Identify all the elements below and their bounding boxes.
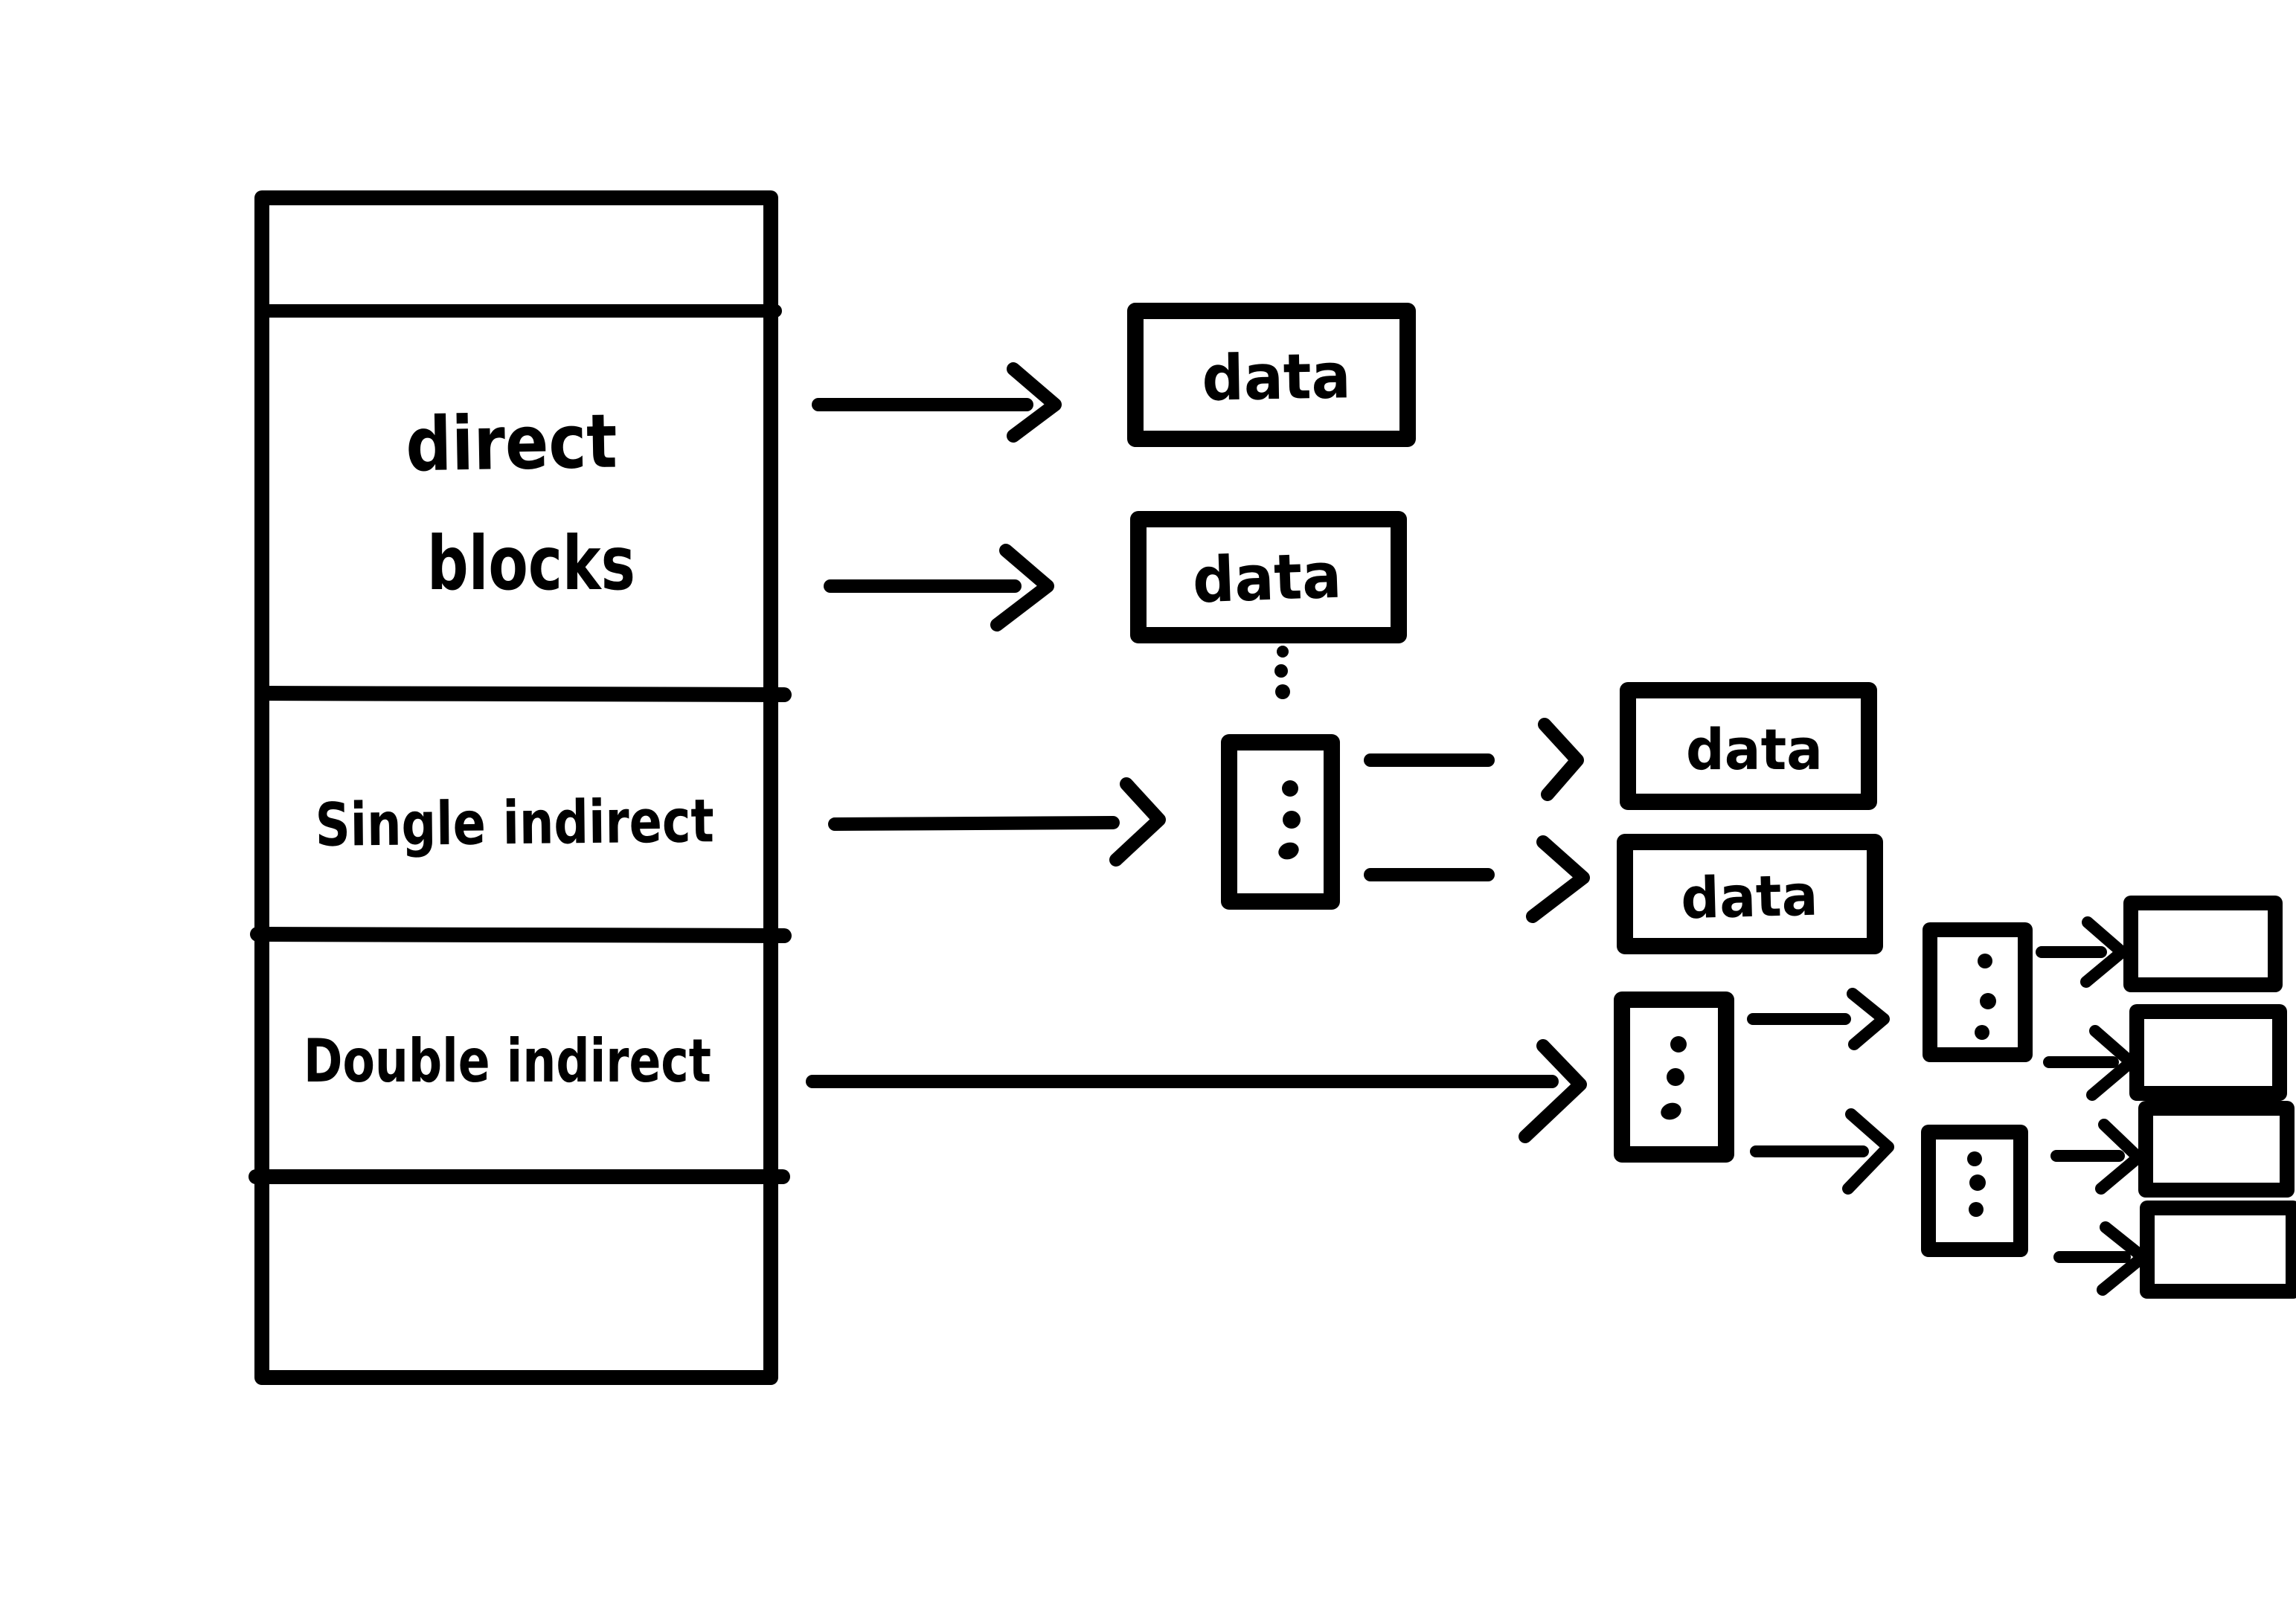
- double-indirect-level2-arrow-1: [1747, 988, 1890, 1050]
- pointer-dot: [1975, 1025, 1989, 1040]
- pointer-dot: [1969, 1174, 1986, 1191]
- double-indirect-leaf-arrow-3: [2050, 1119, 2144, 1195]
- double-indirect-pointer-block-outline: [1614, 992, 1734, 1163]
- single-indirect-pointer-block-outline: [1221, 734, 1340, 910]
- single-indirect-data-arrow-1-head: [1538, 718, 1584, 801]
- single-indirect-pointer-block: [1221, 734, 1340, 910]
- double-indirect-level2-arrow-2: [1750, 1108, 1894, 1195]
- single-indirect-data-arrow-1: [1364, 718, 1584, 801]
- double-indirect-leaf-box-4: [2140, 1201, 2296, 1299]
- double-indirect-arrow-head: [1519, 1039, 1587, 1143]
- pointer-dot: [1969, 1202, 1984, 1217]
- pointer-dot: [1278, 842, 1299, 860]
- double-indirect-level2-block-2: [1921, 1125, 2028, 1257]
- pointer-dot: [1967, 1151, 1982, 1166]
- single-indirect-arrow: [828, 777, 1166, 867]
- double-indirect-leaf-box-3: [2138, 1101, 2295, 1198]
- direct-blocks-label-line2: blocks: [427, 520, 635, 607]
- double-indirect-level2-arrow-1-head: [1847, 988, 1890, 1050]
- direct-arrow-2-head: [990, 544, 1054, 631]
- direct-blocks-label-line1: direct: [405, 398, 618, 489]
- double-indirect-leaf-box-1: [2123, 896, 2283, 992]
- direct-arrow-1: [812, 362, 1062, 443]
- double-indirect-level2-block-2-outline: [1921, 1125, 2028, 1257]
- direct-arrow-2: [824, 544, 1054, 631]
- inode-table-divider-3: [250, 927, 792, 943]
- double-indirect-leaf-arrow-1-head: [2080, 916, 2128, 988]
- double-indirect-leaf-arrow-1: [2036, 916, 2128, 988]
- ellipsis-dot: [1274, 664, 1288, 678]
- single-indirect-data-box-1-label: data: [1686, 716, 1823, 782]
- inode-table-divider-2: [254, 686, 792, 702]
- pointer-dot: [1661, 1102, 1681, 1120]
- ellipsis-dot: [1277, 646, 1289, 658]
- single-indirect-data-arrow-2-head: [1526, 835, 1590, 923]
- single-indirect-data-arrow-2: [1364, 835, 1590, 923]
- direct-data-box-1-outline: [1127, 303, 1416, 447]
- single-indirect-data-box-2-label: data: [1680, 862, 1818, 932]
- pointer-dot: [1980, 993, 1996, 1009]
- pointer-dot: [1667, 1068, 1684, 1086]
- direct-arrow-1-head: [1007, 362, 1062, 443]
- direct-data-box-2-label: data: [1191, 539, 1342, 617]
- single-indirect-arrow-head: [1109, 777, 1166, 867]
- inode-table-outline: [254, 190, 778, 1385]
- direct-data-box-1-label: data: [1202, 339, 1352, 414]
- pointer-dot: [1978, 954, 1992, 968]
- double-indirect-level2-block-1: [1923, 922, 2033, 1062]
- ellipsis-dot: [1275, 684, 1290, 699]
- double-indirect-label: Double indirect: [304, 1026, 711, 1096]
- double-indirect-leaf-arrow-4: [2053, 1221, 2149, 1296]
- single-indirect-data-box-2: data: [1617, 834, 1883, 954]
- direct-data-box-2: data: [1130, 511, 1407, 643]
- double-indirect-pointer-block: [1614, 992, 1734, 1163]
- pointer-dot: [1670, 1036, 1687, 1052]
- double-indirect-level2-block-1-outline: [1923, 922, 2033, 1062]
- single-indirect-arrow-shaft: [828, 816, 1120, 831]
- single-indirect-label: Single indirect: [315, 786, 714, 860]
- direct-data-box-1: data: [1127, 303, 1416, 447]
- direct-data-ellipsis: [1274, 646, 1290, 699]
- double-indirect-arrow: [806, 1039, 1587, 1143]
- pointer-dot: [1282, 780, 1298, 797]
- pointer-dot: [1283, 811, 1301, 829]
- double-indirect-leaf-box-2: [2129, 1004, 2287, 1101]
- single-indirect-data-box-1: data: [1620, 682, 1877, 810]
- double-indirect-leaf-arrow-2: [2043, 1025, 2137, 1101]
- inode-table: direct blocks Single indirect Double ind…: [248, 190, 792, 1385]
- single-indirect-data-box-2-outline: [1617, 834, 1883, 954]
- double-indirect-level2-arrow-2-head: [1842, 1108, 1894, 1195]
- single-indirect-data-box-1-outline: [1620, 682, 1877, 810]
- direct-data-box-2-outline: [1130, 511, 1407, 643]
